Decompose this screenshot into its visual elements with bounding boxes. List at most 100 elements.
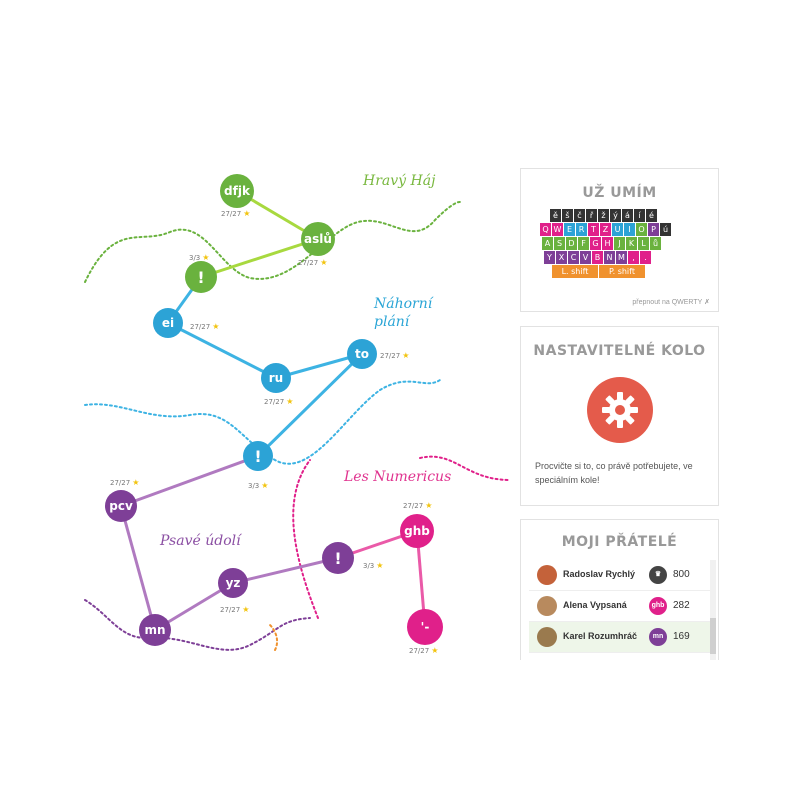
region-label-hravy-haj: Hravý Háj xyxy=(363,173,436,189)
friends-scrollbar[interactable] xyxy=(710,560,716,660)
keyboard-key: š xyxy=(562,209,573,222)
friend-score: 169 xyxy=(673,631,690,642)
lesson-node-dfjk[interactable]: dfjk xyxy=(220,174,254,208)
lesson-score-value: 27/27 xyxy=(221,210,242,218)
custom-round-title: NASTAVITELNÉ KOLO xyxy=(533,343,706,359)
keyboard-key: N xyxy=(604,251,615,264)
lesson-node-ghb[interactable]: ghb xyxy=(400,514,434,548)
lesson-node-ru[interactable]: ru xyxy=(261,363,291,393)
lesson-node-aslu[interactable]: aslů xyxy=(301,222,335,256)
keyboard-key: R xyxy=(576,223,587,236)
lesson-score-value: 27/27 xyxy=(380,352,401,360)
keyboard-key: ž xyxy=(598,209,609,222)
lesson-score: 27/27★ xyxy=(190,322,219,331)
lesson-score: 27/27★ xyxy=(220,605,249,614)
star-icon: ★ xyxy=(243,209,251,218)
keyboard-key: V xyxy=(580,251,591,264)
lesson-node-mn[interactable]: mn xyxy=(139,614,171,646)
lesson-score-value: 3/3 xyxy=(248,482,260,490)
lesson-score: 27/27★ xyxy=(221,209,250,218)
lesson-node-check3[interactable]: ! xyxy=(322,542,354,574)
keyboard-key: U xyxy=(612,223,623,236)
custom-round-button[interactable] xyxy=(587,377,653,443)
lesson-score-value: 27/27 xyxy=(220,606,241,614)
keyboard-key: X xyxy=(556,251,567,264)
star-icon: ★ xyxy=(132,478,140,487)
keyboard-key: D xyxy=(566,237,577,250)
lesson-score: 27/27★ xyxy=(264,397,293,406)
path-connector xyxy=(167,321,277,380)
keyboard-key: , xyxy=(628,251,639,264)
keyboard-key: ě xyxy=(550,209,561,222)
lesson-score-value: 3/3 xyxy=(363,562,375,570)
lesson-node-check1[interactable]: ! xyxy=(185,261,217,293)
keyboard-key: S xyxy=(554,237,565,250)
keyboard-key: . xyxy=(640,251,651,264)
region-border xyxy=(419,455,511,481)
friend-level-badge: mn xyxy=(649,628,667,646)
lesson-score: 3/3★ xyxy=(248,481,268,490)
region-border xyxy=(292,459,319,619)
friend-score: 800 xyxy=(673,569,690,580)
lesson-node-yz[interactable]: yz xyxy=(218,568,248,598)
star-icon: ★ xyxy=(431,646,439,655)
avatar xyxy=(537,627,557,647)
keyboard-key: í xyxy=(634,209,645,222)
friend-level-badge: ♛ xyxy=(649,566,667,584)
lesson-node-pcv[interactable]: pcv xyxy=(105,490,137,522)
friend-row[interactable]: Radoslav Rychlý♛800 xyxy=(529,560,710,591)
star-icon: ★ xyxy=(202,253,210,262)
region-label-les-numericus: Les Numericus xyxy=(344,469,452,485)
keyboard-key: O xyxy=(636,223,647,236)
lesson-node-apos[interactable]: '- xyxy=(407,609,443,645)
switch-to-qwerty-link[interactable]: přepnout na QWERTY ✗ xyxy=(632,299,710,306)
lesson-score-value: 3/3 xyxy=(189,254,201,262)
known-keys-title: UŽ UMÍM xyxy=(582,185,657,201)
keyboard-key: ř xyxy=(586,209,597,222)
keyboard-key: Y xyxy=(544,251,555,264)
star-icon: ★ xyxy=(376,561,384,570)
star-icon: ★ xyxy=(402,351,410,360)
lesson-score-value: 27/27 xyxy=(110,479,131,487)
path-connector xyxy=(120,454,259,508)
region-border xyxy=(84,379,441,465)
keyboard-key: P xyxy=(648,223,659,236)
lesson-score: 27/27★ xyxy=(403,501,432,510)
star-icon: ★ xyxy=(320,258,328,267)
keyboard-key: K xyxy=(626,237,637,250)
lesson-node-ei[interactable]: ei xyxy=(153,308,183,338)
lesson-node-to[interactable]: to xyxy=(347,339,377,369)
avatar xyxy=(537,596,557,616)
gear-icon xyxy=(602,392,638,428)
keyboard-key: G xyxy=(590,237,601,250)
star-icon: ★ xyxy=(261,481,269,490)
custom-round-description: Procvičte si to, co právě potřebujete, v… xyxy=(535,461,693,485)
keyboard-key: T xyxy=(588,223,599,236)
left-shift-key: L. shift xyxy=(552,265,598,278)
lesson-score-value: 27/27 xyxy=(190,323,211,331)
map-paths xyxy=(84,189,511,651)
lesson-score-value: 27/27 xyxy=(298,259,319,267)
keyboard-key: Q xyxy=(540,223,551,236)
keyboard-key: F xyxy=(578,237,589,250)
right-shift-key: P. shift xyxy=(599,265,645,278)
keyboard-key: E xyxy=(564,223,575,236)
custom-round-panel: NASTAVITELNÉ KOLO Procvičte si to, co pr… xyxy=(520,326,719,506)
keyboard-key: é xyxy=(646,209,657,222)
keyboard-key: C xyxy=(568,251,579,264)
avatar xyxy=(537,565,557,585)
lesson-score: 3/3★ xyxy=(363,561,383,570)
lesson-node-check2[interactable]: ! xyxy=(243,441,273,471)
keyboard-key: H xyxy=(602,237,613,250)
keyboard-key: ú xyxy=(660,223,671,236)
lesson-score-value: 27/27 xyxy=(264,398,285,406)
keyboard-key: Z xyxy=(600,223,611,236)
scrollbar-thumb[interactable] xyxy=(710,618,716,654)
